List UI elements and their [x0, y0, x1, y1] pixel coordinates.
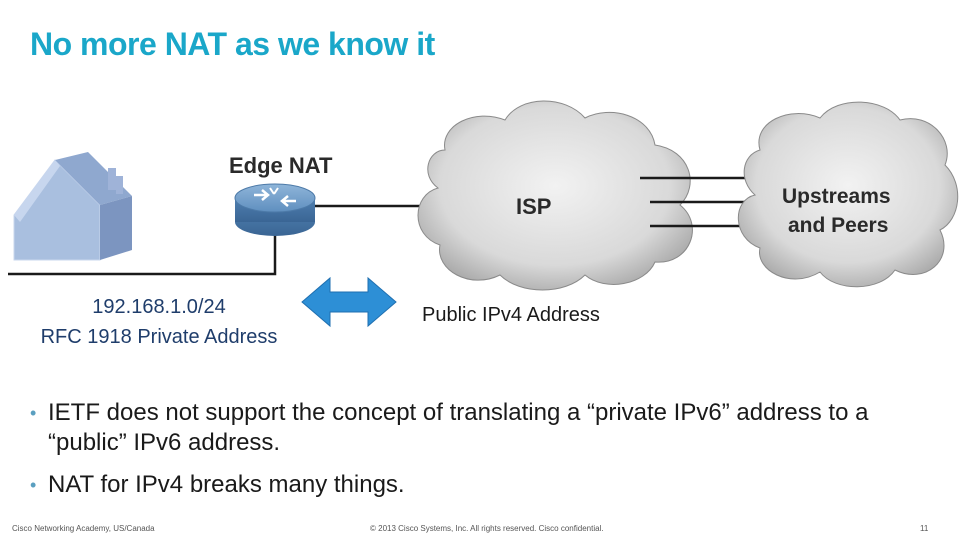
bullet-text: NAT for IPv4 breaks many things. — [48, 471, 405, 498]
lan-subnet: 192.168.1.0/24 — [0, 292, 318, 322]
router-label: Edge NAT — [229, 153, 333, 178]
upstream-label-line2: and Peers — [788, 214, 888, 237]
bullet-dot-icon: • — [30, 470, 36, 500]
house-icon — [14, 152, 132, 260]
bullet-text: IETF does not support the concept of tra… — [48, 399, 868, 456]
footer-org: Cisco Networking Academy, US/Canada — [12, 524, 155, 533]
isp-label: ISP — [516, 194, 551, 219]
bullet-list: • IETF does not support the concept of t… — [28, 398, 928, 512]
public-address-label: Public IPv4 Address — [422, 304, 600, 327]
page-number: 11 — [920, 524, 928, 533]
bullet-item: • IETF does not support the concept of t… — [28, 398, 928, 458]
router-icon — [235, 184, 315, 236]
lan-address-label: 192.168.1.0/24 RFC 1918 Private Address — [0, 292, 318, 352]
upstream-label-line1: Upstreams — [782, 185, 891, 208]
bullet-item: • NAT for IPv4 breaks many things. — [28, 470, 928, 500]
footer-copyright: © 2013 Cisco Systems, Inc. All rights re… — [370, 524, 604, 533]
isp-cloud — [418, 101, 692, 290]
bullet-dot-icon: • — [30, 398, 36, 428]
lan-address-type: RFC 1918 Private Address — [0, 322, 318, 352]
